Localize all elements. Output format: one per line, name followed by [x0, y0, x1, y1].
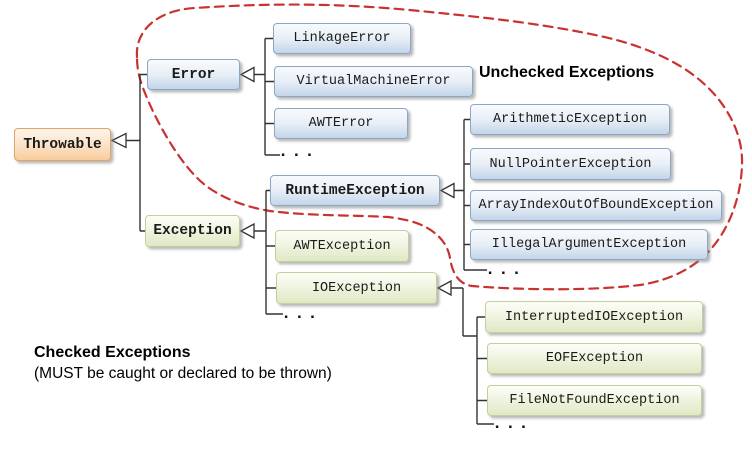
checked-exceptions-label: Checked Exceptions — [34, 344, 191, 361]
class-box-file-not-found-exception: FileNotFoundException — [487, 385, 702, 416]
connector-io-exception-children — [451, 287, 494, 425]
more-classes-ellipsis-io-ellipsis: ... — [492, 414, 532, 434]
inheritance-arrow-runtime-exception-icon — [439, 182, 455, 199]
more-classes-ellipsis-runtime-ellipsis: ... — [485, 260, 525, 280]
more-classes-ellipsis-error-ellipsis: ... — [278, 142, 318, 162]
class-box-virtual-machine-error: VirtualMachineError — [274, 66, 473, 97]
class-box-interrupted-io-exception: InterruptedIOException — [485, 301, 703, 333]
connector-throwable-children — [126, 73, 147, 232]
class-box-null-pointer-exception: NullPointerException — [470, 148, 671, 180]
inheritance-arrow-exception-icon — [239, 222, 255, 240]
inheritance-arrow-io-exception-icon — [436, 279, 452, 297]
class-box-runtime-exception: RuntimeException — [270, 175, 440, 206]
class-box-throwable: Throwable — [14, 128, 111, 161]
more-classes-ellipsis-exception-ellipsis: ... — [281, 304, 321, 324]
inheritance-arrow-throwable-icon — [110, 132, 127, 149]
class-box-arithmetic-exception: ArithmeticException — [470, 104, 670, 135]
class-box-exception: Exception — [145, 215, 240, 247]
class-box-illegal-argument-exception: IllegalArgumentException — [470, 229, 708, 260]
inheritance-arrow-error-icon — [239, 66, 255, 83]
unchecked-exceptions-label: Unchecked Exceptions — [479, 64, 655, 81]
class-box-awt-exception: AWTException — [275, 230, 409, 262]
class-box-linkage-error: LinkageError — [273, 23, 411, 54]
connector-exception-children — [254, 189, 283, 315]
class-box-eof-exception: EOFException — [487, 343, 702, 374]
class-box-error: Error — [147, 59, 240, 90]
class-box-array-index-out-of-bound-exception: ArrayIndexOutOfBoundException — [470, 190, 722, 221]
connector-runtime-exception-children — [454, 118, 487, 271]
class-box-io-exception: IOException — [276, 272, 437, 304]
unchecked-exceptions-boundary — [135, 3, 744, 291]
checked-exceptions-note: (MUST be caught or declared to be thrown… — [34, 365, 332, 382]
class-box-awt-error: AWTError — [274, 108, 408, 139]
connector-error-children — [254, 37, 280, 156]
